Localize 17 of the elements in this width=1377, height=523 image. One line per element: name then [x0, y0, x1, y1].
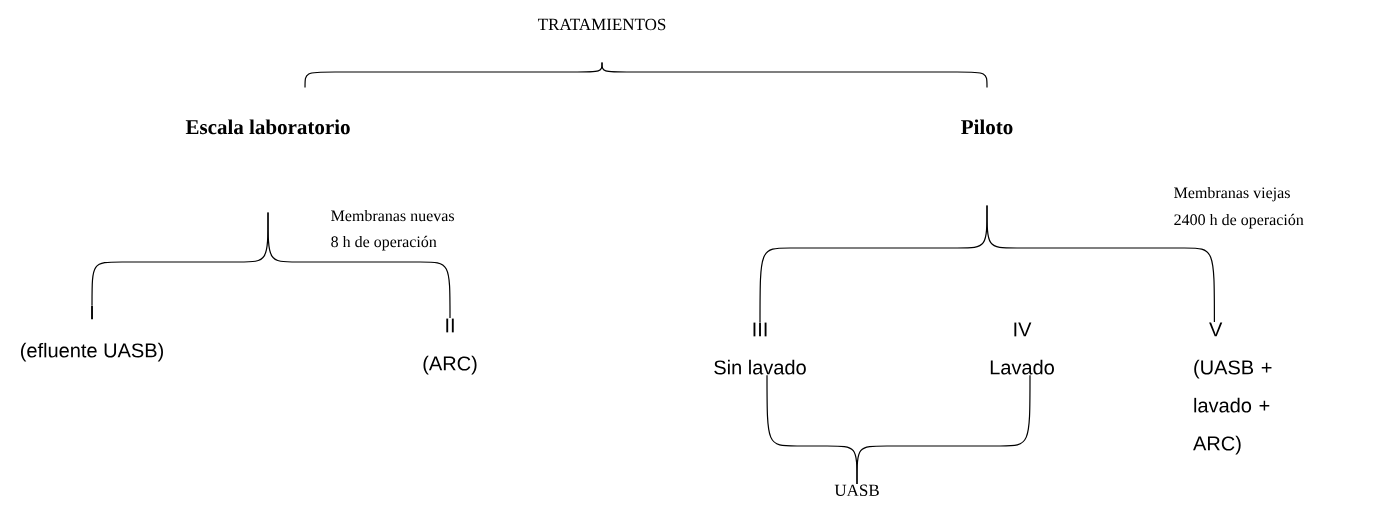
- note-text: 8 h de operación: [331, 235, 437, 251]
- brace: [601, 62, 988, 88]
- treatment-label: IV Lavado: [990, 322, 1054, 375]
- category-label: Escala laboratorio: [185, 119, 350, 135]
- treatment-label: I (efluente UASB): [21, 305, 163, 362]
- brace: [856, 374, 1031, 485]
- treatment-label: III Sin lavado: [714, 322, 806, 375]
- treatment-label: V (UASB + lavado + ARC): [1193, 322, 1272, 455]
- note-text: Membranas nuevas: [331, 209, 454, 222]
- category-label: Piloto: [961, 119, 1013, 135]
- brace: [267, 212, 451, 319]
- treatment-label: II (ARC): [423, 318, 477, 375]
- note-text: Membranas viejas: [1174, 186, 1290, 202]
- note-text: 2400 h de operación: [1174, 213, 1304, 229]
- brace: [986, 205, 1215, 323]
- group-label: UASB: [834, 484, 879, 496]
- root-label: TRATAMIENTOS: [538, 18, 666, 31]
